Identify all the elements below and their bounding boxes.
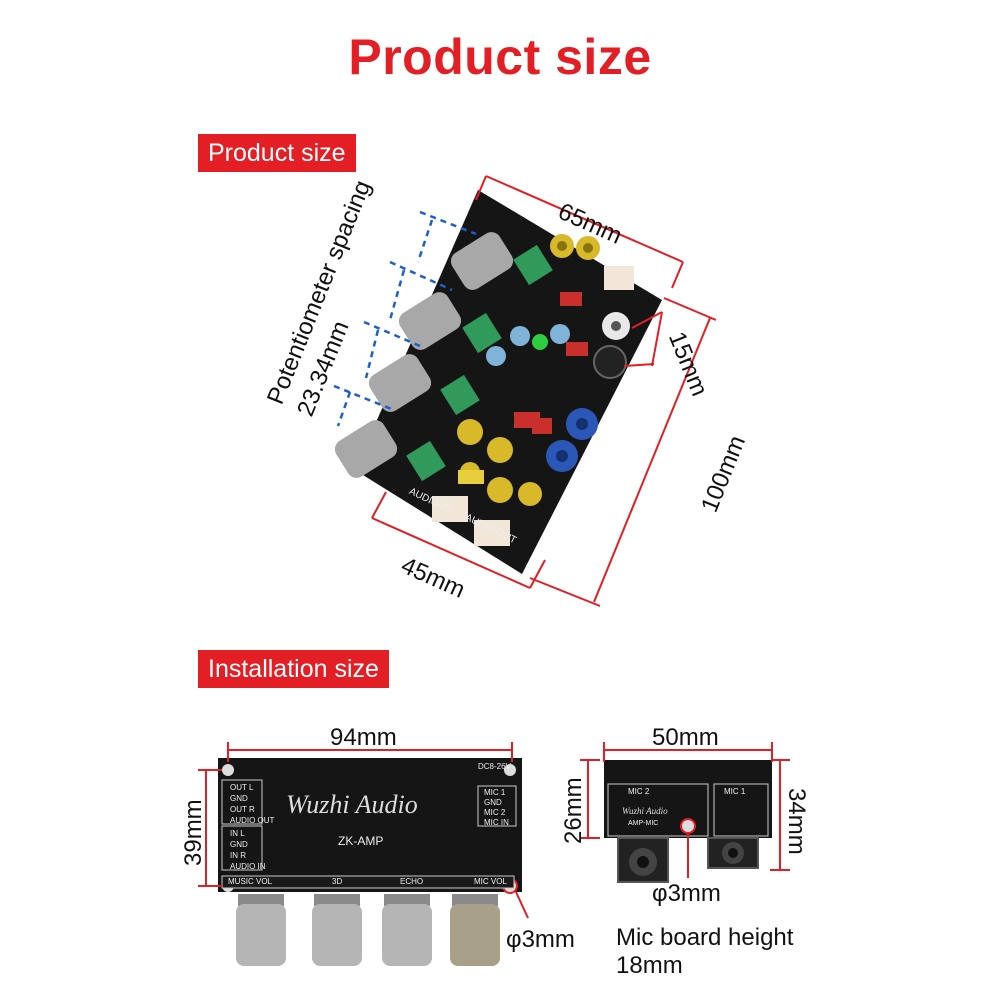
dimension-34mm: 34mm [783, 788, 810, 855]
product-dimension-lines [371, 175, 717, 607]
main-board-power: DC8-26V [478, 762, 511, 771]
resistors [458, 292, 588, 484]
section-tag-product-size: Product size [198, 134, 356, 172]
knob-label-music-vol: MUSIC VOL [228, 877, 273, 886]
dimension-50mm: 50mm [652, 724, 719, 751]
mic-board-mic2: MIC 2 [628, 787, 650, 796]
power-connector [604, 266, 634, 290]
mic-jacks [617, 837, 759, 883]
in-labels: IN L GND IN R AUDIO IN [230, 829, 266, 871]
mic-board-model: AMP-MIC [628, 820, 659, 827]
tilted-board [355, 190, 662, 574]
potentiometers [334, 232, 553, 482]
mount-hole [222, 764, 234, 776]
mic-board-mic1: MIC 1 [724, 787, 746, 796]
knob-label-3d: 3D [332, 877, 343, 886]
pot-spacing-arrows [333, 210, 477, 427]
mic-labels: MIC 1 GND MIC 2 MIC IN [484, 788, 509, 827]
audio-out-connector [474, 520, 510, 546]
main-board-hole-diameter: φ3mm [506, 926, 575, 953]
main-board-brand: Wuzhi Audio [286, 790, 418, 819]
main-board-knobs [236, 894, 500, 966]
out-labels: OUT L GND OUT R AUDIO OUT [230, 783, 275, 825]
mount-hole [504, 764, 516, 776]
mic-board-height-note: Mic board height 18mm [616, 924, 794, 979]
audio-in-connector [432, 496, 468, 522]
mic-mount-hole [680, 818, 696, 834]
knob-label-mic-vol: MIC VOL [474, 877, 507, 886]
main-board-dimension-lines [198, 742, 529, 919]
main-board-model: ZK-AMP [338, 834, 384, 848]
page-title: Product size [348, 29, 652, 85]
dimension-26mm: 26mm [560, 777, 587, 844]
knob-label-echo: ECHO [400, 877, 424, 886]
mic-board-hole-diameter: φ3mm [652, 880, 721, 907]
main-board-body [218, 758, 522, 892]
dimension-94mm: 94mm [330, 724, 397, 751]
section-tag-installation-size: Installation size [198, 650, 389, 688]
mic-dimension-lines [580, 742, 790, 878]
mic-board-brand: Wuzhi Audio [622, 806, 668, 816]
